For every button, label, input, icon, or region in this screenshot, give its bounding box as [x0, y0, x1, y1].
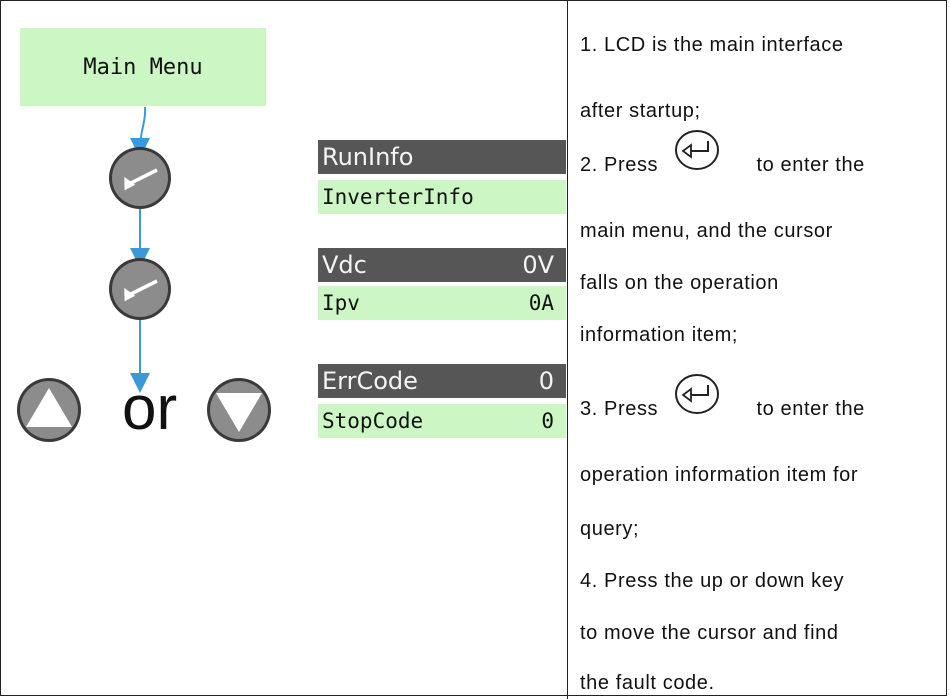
enter-key-icon [109, 258, 171, 320]
key-flow-diagram [17, 106, 271, 442]
main-menu-label: Main Menu [83, 54, 203, 80]
lcd-item-label: Ipv [322, 291, 360, 315]
instruction-text: to enter the [756, 398, 865, 420]
instruction-line: operation information item for [580, 464, 859, 486]
instruction-line: falls on the operation [580, 272, 779, 294]
flow-arrow [130, 106, 151, 158]
lcd-item-label: StopCode [322, 409, 424, 433]
main-menu-box: Main Menu [20, 28, 266, 106]
lcd-row: Ipv 0A [318, 286, 566, 320]
lcd-row: StopCode 0 [318, 404, 566, 438]
instruction-line: to move the cursor and find [580, 622, 839, 644]
instruction-text: to enter the [756, 154, 865, 176]
instruction-line: query; [580, 518, 640, 540]
lcd-item-value: 0A [528, 291, 554, 315]
lcd-row-highlighted: RunInfo [318, 140, 566, 174]
lcd-item-label: ErrCode [322, 367, 418, 395]
instruction-line: information item; [580, 324, 739, 346]
instruction-line: 4. Press the up or down key [580, 570, 845, 592]
column-divider [567, 0, 568, 699]
lcd-item-label: InverterInfo [322, 185, 474, 209]
lcd-item-value: 0 [538, 367, 554, 395]
or-label: or [122, 374, 178, 443]
instruction-line: main menu, and the cursor [580, 220, 833, 242]
instruction-line: 1. LCD is the main interface [580, 34, 844, 56]
enter-key-icon [675, 374, 719, 414]
lcd-item-label: RunInfo [322, 143, 414, 171]
lcd-row: InverterInfo [318, 180, 566, 214]
up-arrow-key-icon [17, 378, 81, 442]
instruction-line: the fault code. [580, 672, 715, 694]
lcd-item-value: 0 [541, 409, 554, 433]
enter-key-icon [109, 147, 171, 209]
lcd-item-label: Vdc [322, 251, 367, 279]
lcd-row-highlighted: Vdc 0V [318, 248, 566, 282]
instruction-line: after startup; [580, 100, 701, 122]
lcd-item-value: 0V [522, 251, 554, 279]
instruction-text: 2. Press [580, 154, 659, 176]
instruction-text: 3. Press [580, 398, 659, 420]
instruction-line: 2. Press to enter the [580, 154, 940, 177]
instruction-line: 3. Press to enter the [580, 398, 940, 421]
down-arrow-key-icon [207, 378, 271, 442]
enter-key-icon [675, 130, 719, 170]
lcd-row-highlighted: ErrCode 0 [318, 364, 566, 398]
